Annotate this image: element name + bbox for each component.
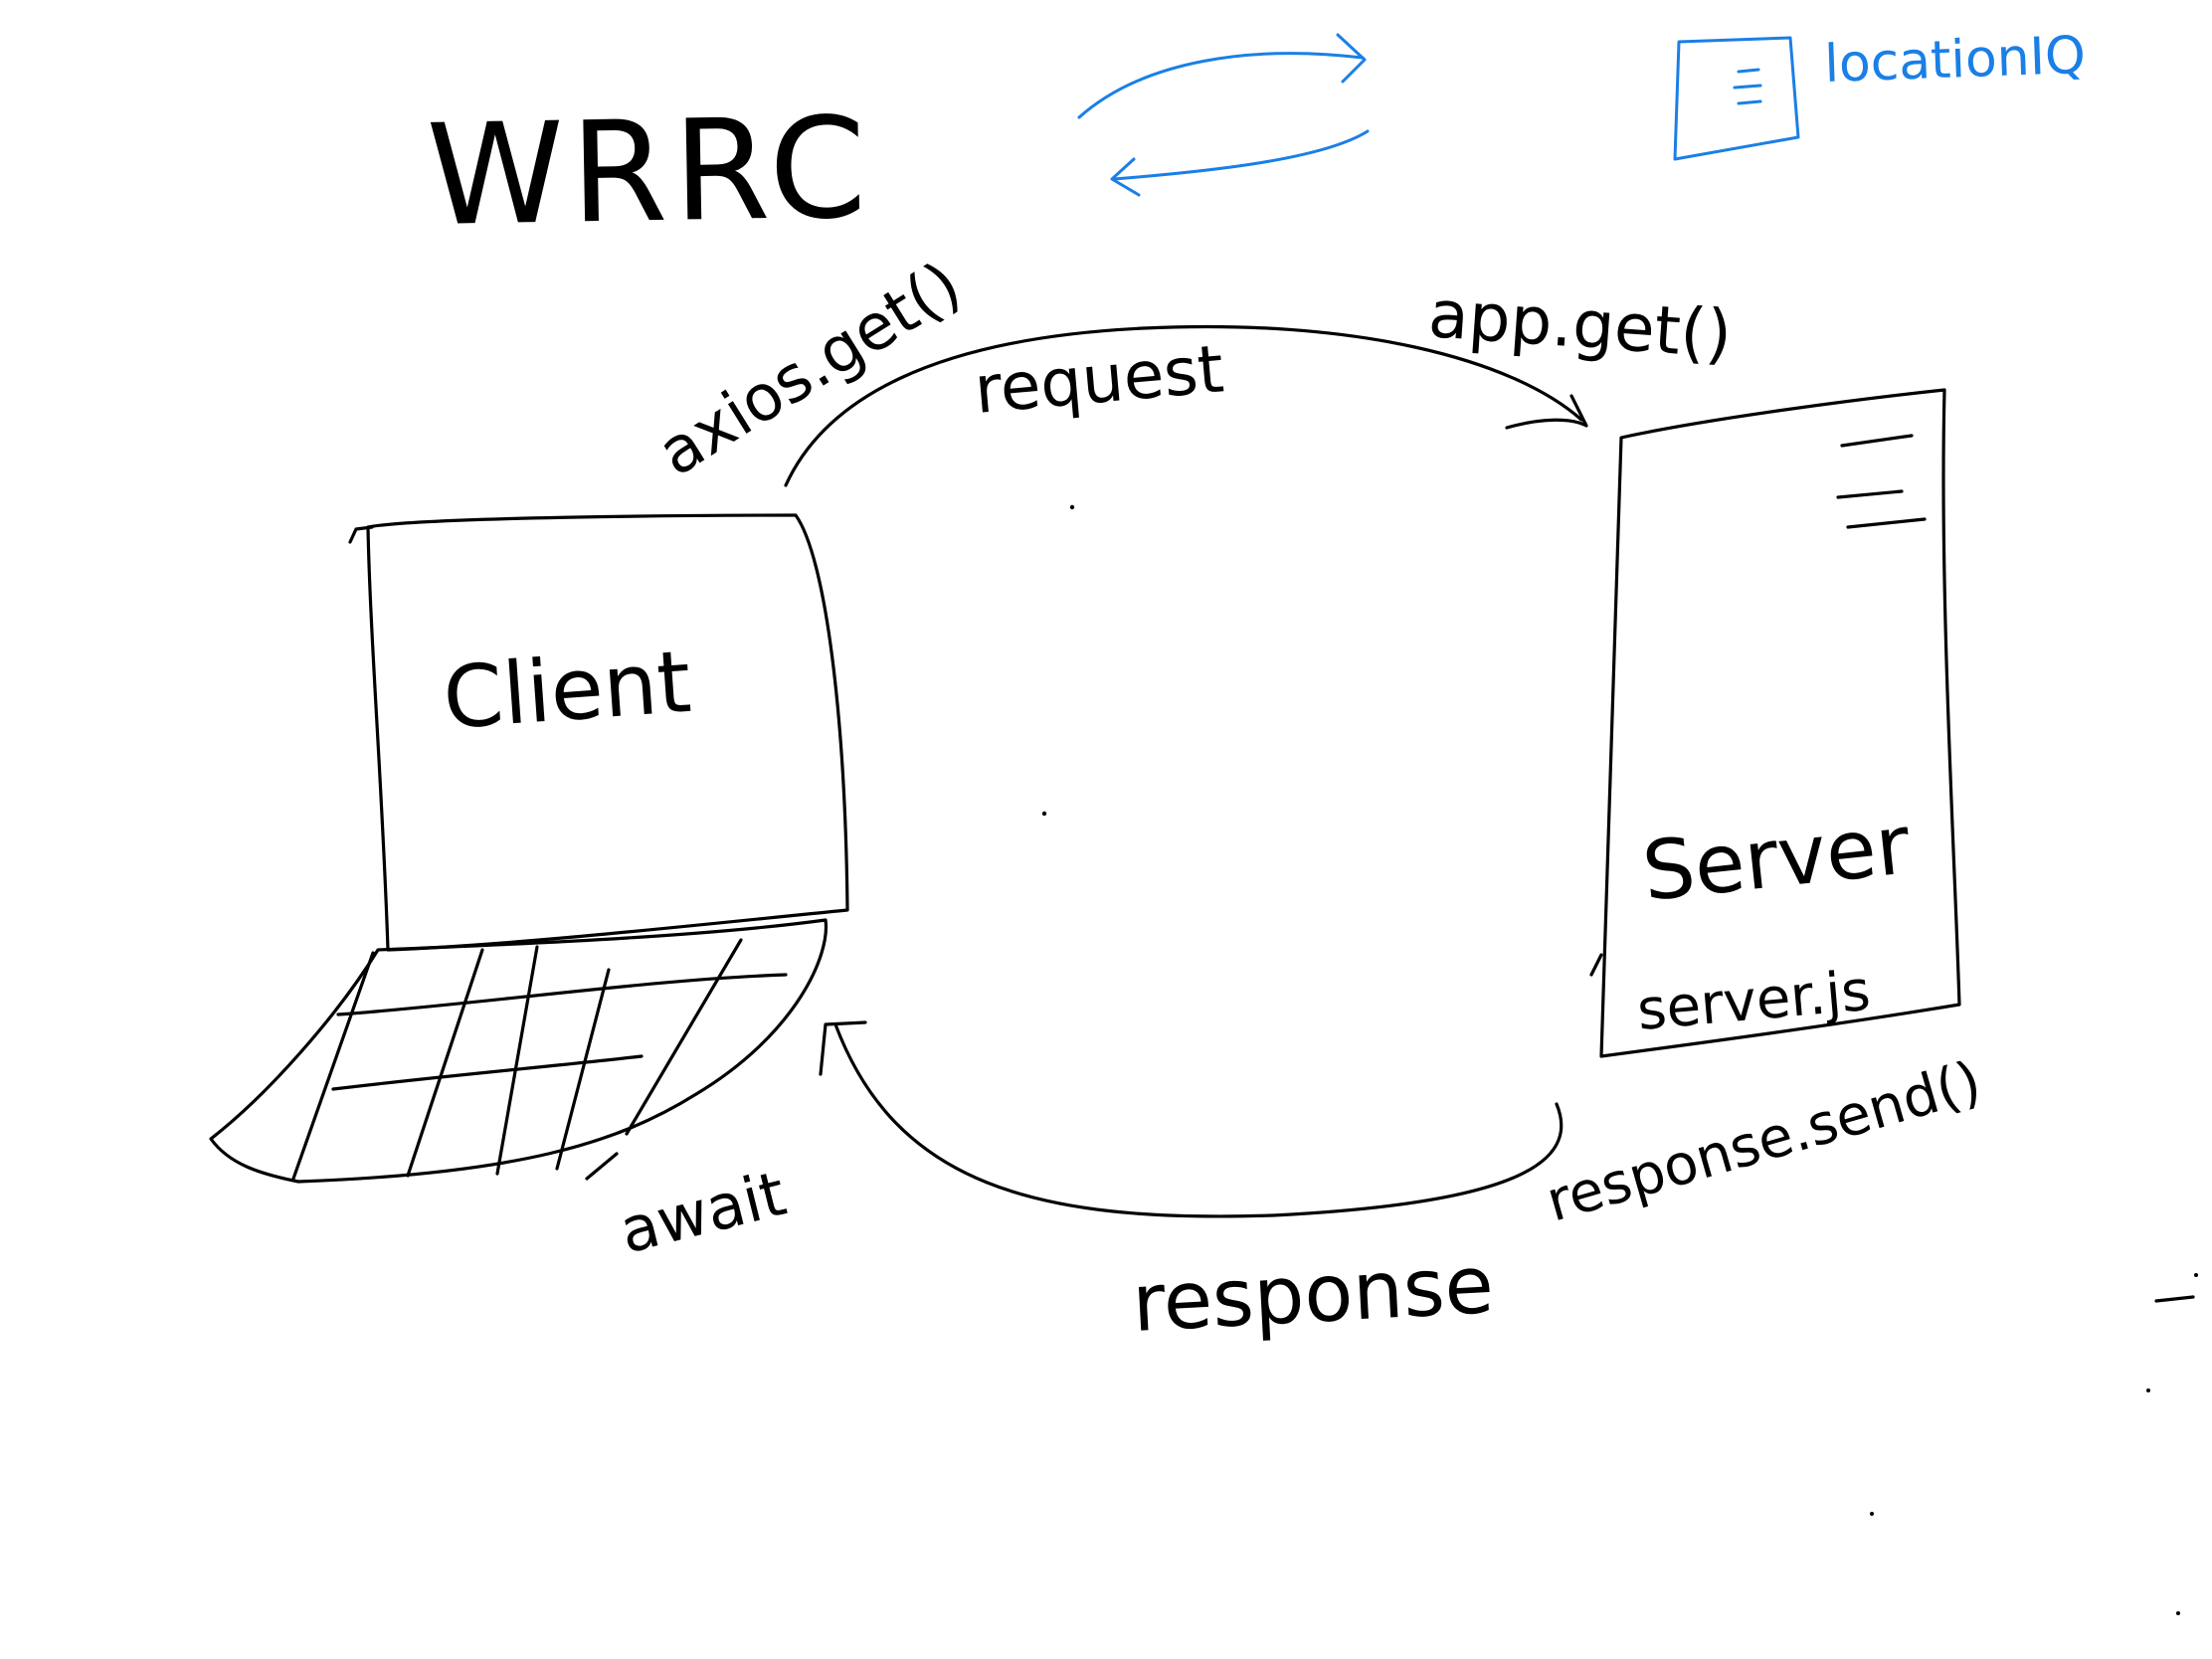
blue-server-icon [1673,36,1800,161]
response-send-label: response.send() [1540,1049,1988,1235]
response-label: response [1130,1238,1496,1350]
server-label: Server [1638,798,1915,920]
client-laptop-icon [209,513,849,1184]
server-tower-icon [1589,388,1961,1058]
response-arrow [819,1020,1564,1218]
diagram-title: WRRC [426,88,874,258]
locationiq-label: locationIQ [1823,26,2087,94]
stray-ink-marks [1041,504,2198,1615]
request-arrow [784,324,1588,487]
blue-swap-arrows-icon [1077,33,1370,197]
app-get-label: app.get() [1426,276,1735,373]
await-label: await [613,1157,793,1268]
server-file-label: server.js [1635,959,1873,1043]
client-label: Client [440,633,693,749]
